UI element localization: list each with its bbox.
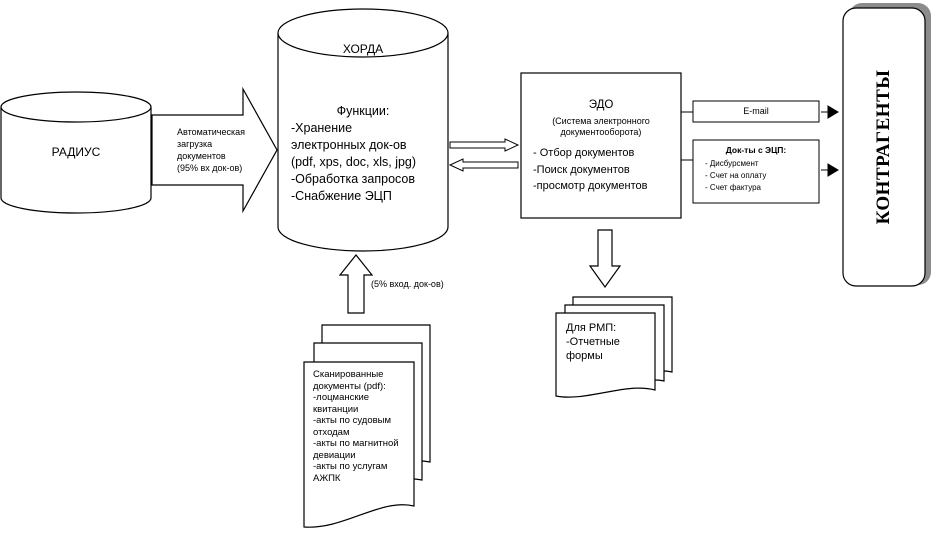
ecp-arrow <box>821 163 839 177</box>
rmp-title: Для РМП: <box>566 322 617 334</box>
scanned-docs-line: документы (pdf): <box>313 380 386 392</box>
horda-database <box>277 8 449 252</box>
counterparties-box <box>842 3 931 287</box>
scanned-docs-stack <box>303 324 431 528</box>
horda-function-item: (pdf, xps, doc, xls, jpg) <box>291 155 417 169</box>
auto-load-line: документов <box>177 151 226 161</box>
scan-upload-arrow <box>338 254 374 314</box>
ecp-doc-item: - Дисбурсмент <box>705 159 759 168</box>
horda-function-item: электронных док-ов <box>291 138 407 152</box>
edo-function-item: - Отбор документов <box>533 147 635 159</box>
scanned-docs-text: Сканированные документы (pdf): -лоцманск… <box>313 369 399 484</box>
email-arrow <box>821 105 839 119</box>
scanned-docs-line: -акты по услугам <box>313 461 388 472</box>
horda-functions-heading: Функции: <box>336 104 390 118</box>
auto-load-text: Автоматическая загрузка документов (95% … <box>177 126 245 174</box>
edo-to-rmp-arrow <box>588 229 622 289</box>
scanned-docs-line: квитанции <box>313 403 359 415</box>
horda-function-item: -Хранение <box>291 121 353 135</box>
counterparties-label: КОНТРАГЕНТЫ <box>873 69 894 225</box>
edo-functions-list: - Отбор документов -Поиск документов -пр… <box>533 145 648 195</box>
edo-function-item: -просмотр документов <box>533 180 648 192</box>
edo-function-item: -Поиск документов <box>533 163 630 176</box>
ecp-docs-box <box>692 139 820 204</box>
rmp-line: формы <box>566 350 603 362</box>
edo-title: ЭДО <box>588 99 614 111</box>
rmp-text: Для РМП: -Отчетные формы <box>566 321 620 363</box>
auto-load-line: загрузка <box>177 139 213 149</box>
rmp-line: -Отчетные <box>566 336 620 348</box>
edo-subtitle-line: (Система электронного <box>552 116 650 126</box>
scanned-docs-line: Сканированные <box>313 369 384 380</box>
edo-subtitle-line: документооборота) <box>560 127 642 137</box>
arrow-from-edo <box>448 158 519 172</box>
scanned-docs-line: -акты по судовым <box>313 415 392 426</box>
auto-load-line: Автоматическая <box>177 127 245 137</box>
horda-function-item: -Снабжение ЭЦП <box>291 189 392 203</box>
horda-function-item: -Обработка запросов <box>291 172 416 186</box>
scanned-docs-line: -акты по магнитной <box>313 438 399 449</box>
ecp-docs-list: - Дисбурсмент - Счет на оплату - Счет фа… <box>705 158 766 194</box>
radius-database <box>0 91 152 214</box>
edo-box <box>520 72 682 219</box>
ecp-docs-title: Док-ты с ЭЦП: <box>725 145 787 155</box>
email-label: E-mail <box>743 106 769 116</box>
edo-subtitle: (Система электронного документооборота) <box>521 116 681 138</box>
horda-title: ХОРДА <box>342 42 384 56</box>
ecp-doc-item: - Счет на оплату <box>705 171 767 180</box>
ecp-doc-item: - Счет фактура <box>705 183 761 192</box>
scan-input-label: (5% вход. док-ов) <box>371 279 444 289</box>
auto-load-line: (95% вх док-ов) <box>177 163 243 173</box>
scanned-docs-line: отходам <box>313 426 350 438</box>
auto-load-arrow <box>151 86 278 214</box>
scanned-docs-line: -лоцманские <box>313 392 370 403</box>
arrow-to-edo <box>449 138 520 152</box>
radius-label: РАДИУС <box>51 145 101 159</box>
email-box <box>692 100 820 123</box>
horda-functions-list: -Хранение электронных док-ов (pdf, xps, … <box>291 120 416 205</box>
scanned-docs-line: девиации <box>313 449 356 461</box>
scanned-docs-line: АЖПК <box>313 472 341 484</box>
rmp-docs-stack <box>555 296 673 398</box>
